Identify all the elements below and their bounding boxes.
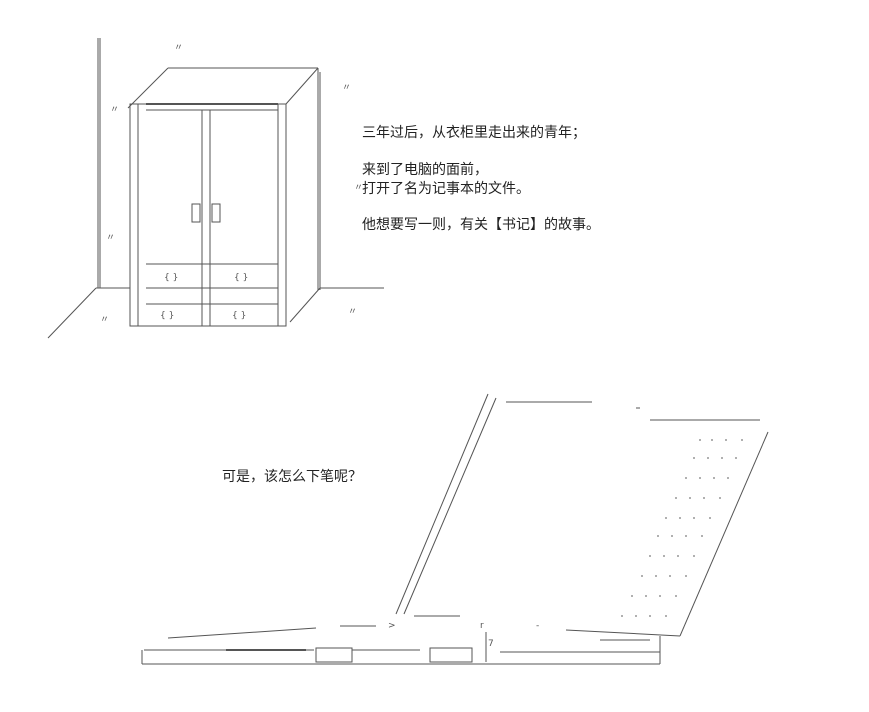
svg-text:〃: 〃 bbox=[106, 233, 115, 243]
story-line-2: 来到了电脑的面前， bbox=[362, 162, 488, 178]
svg-text:〃: 〃 bbox=[342, 83, 351, 93]
svg-text:〃: 〃 bbox=[174, 43, 183, 53]
svg-text:〃: 〃 bbox=[100, 315, 109, 325]
story-line-4: 他想要写一则，有关【书记】的故事。 bbox=[362, 217, 600, 233]
story-line-1: 三年过后，从衣柜里走出来的青年； bbox=[362, 125, 586, 141]
svg-text:〃: 〃 bbox=[348, 307, 357, 317]
svg-text:{ }: { } bbox=[160, 311, 174, 321]
story-line-5: 可是，该怎么下笔呢？ bbox=[222, 469, 362, 485]
story-line-3: 打开了名为记事本的文件。 bbox=[362, 181, 530, 197]
svg-text:{ }: { } bbox=[164, 273, 178, 283]
svg-text:{ }: { } bbox=[232, 311, 246, 321]
svg-text:〃: 〃 bbox=[354, 183, 363, 193]
svg-text:{ }: { } bbox=[234, 273, 248, 283]
svg-text:7: 7 bbox=[488, 639, 494, 649]
svg-text:r: r bbox=[480, 621, 484, 631]
svg-text:-: - bbox=[536, 621, 539, 631]
svg-text:>: > bbox=[388, 621, 396, 631]
svg-text:〃: 〃 bbox=[110, 105, 119, 115]
